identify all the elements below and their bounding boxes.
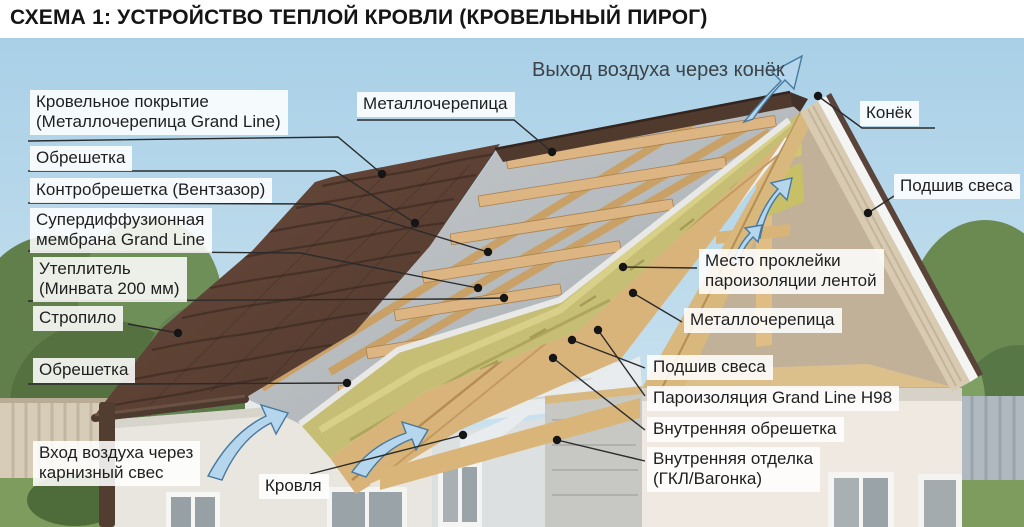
fascia: [818, 96, 978, 382]
ridge-exit-arrow: [741, 54, 804, 124]
label-rafter: Стропило: [33, 306, 124, 331]
label-metal-tile-right: Металлочерепица: [684, 308, 842, 333]
label-vapor-barrier: Пароизоляция Grand Line Н98: [647, 386, 900, 411]
membrane-battens-layer: [245, 100, 800, 424]
gable-roof-edge: [800, 93, 983, 392]
label-inner-battens: Внутренняя обрешетка: [647, 417, 844, 442]
label-insulation: Утеплитель(Минвата 200 мм): [33, 257, 187, 302]
gable-air-arrow: [752, 177, 793, 239]
label-air-outlet: Выход воздуха через конёк: [532, 59, 785, 81]
label-soffit-lower: Подшив свеса: [647, 355, 773, 380]
label-soffit-right: Подшив свеса: [894, 174, 1020, 199]
title-band: [0, 0, 1024, 38]
label-roof-eave: Кровля: [259, 474, 329, 499]
label-inner-finish: Внутренняя отделка(ГКЛ/Вагонка): [647, 447, 821, 492]
gutter: [91, 394, 249, 527]
leader-dots: [173, 91, 873, 445]
page-title: СХЕМА 1: УСТРОЙСТВО ТЕПЛОЙ КРОВЛИ (КРОВЕ…: [10, 6, 708, 29]
label-metal-tile-top: Металлочерепица: [357, 92, 515, 117]
membrane-edge-strip: [298, 117, 791, 427]
edge-trim: [826, 93, 983, 377]
label-roof-covering: Кровельное покрытие(Металлочерепица Gran…: [30, 90, 288, 135]
label-battens: Обрешетка: [30, 146, 133, 171]
label-ridge: Конёк: [860, 101, 919, 126]
airflow-arrows: [206, 54, 804, 481]
battens-grid: [337, 115, 777, 398]
label-battens-lower: Обрешетка: [33, 358, 136, 383]
eave-beam: [380, 398, 640, 490]
label-counter-battens: Контробрешетка (Вентзазор): [30, 178, 273, 203]
air-inlet-arrow: [206, 403, 290, 481]
air-inlet-arrow: [350, 420, 430, 478]
ridge-cap: [494, 90, 808, 162]
